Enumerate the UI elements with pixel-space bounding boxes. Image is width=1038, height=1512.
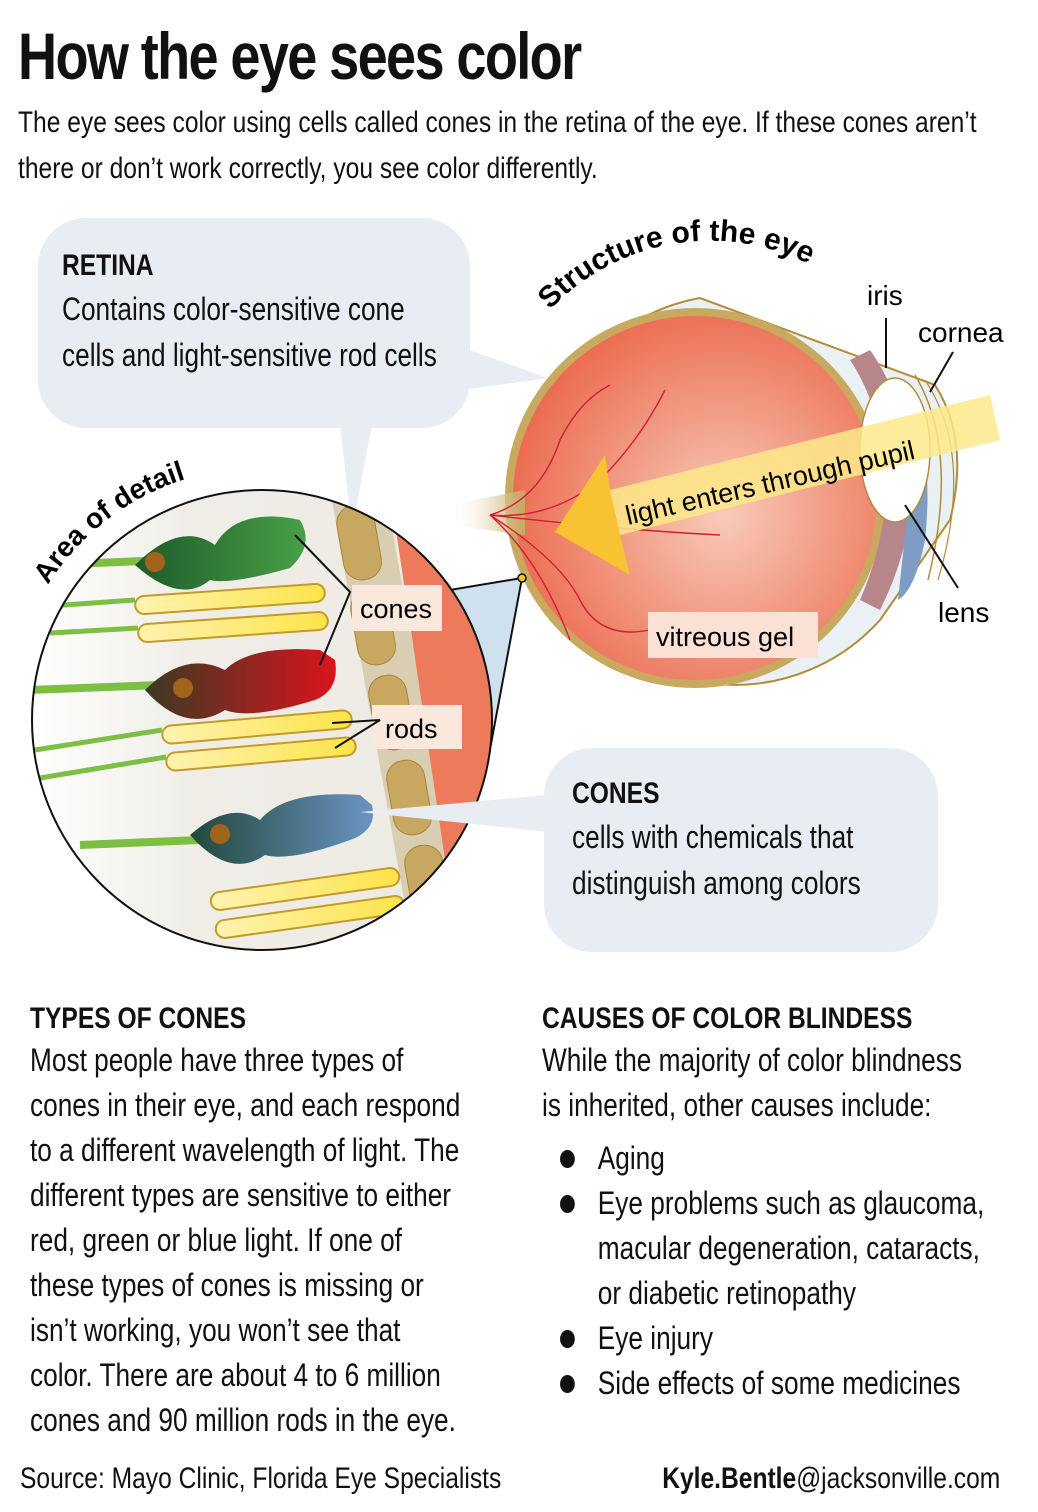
retina-pointer — [455, 345, 548, 390]
red-cone — [32, 649, 336, 719]
cones-label: cones — [360, 594, 432, 624]
credit-domain: @jacksonville.com — [795, 1462, 1000, 1495]
types-line: Most people have three types of — [30, 1042, 404, 1078]
intro-text: The eye sees color using cells called co… — [18, 106, 977, 185]
page-title: How the eye sees color — [18, 19, 582, 93]
lens-label: lens — [938, 597, 989, 628]
types-line: cones in their eye, and each respond — [30, 1087, 461, 1123]
cones-pointer — [360, 795, 548, 832]
types-line: these types of cones is missing or — [30, 1267, 424, 1303]
causes-heading: CAUSES OF COLOR BLINDESS — [542, 1002, 913, 1035]
causes-section: CAUSES OF COLOR BLINDESS While the major… — [542, 1000, 1018, 1406]
retina-pointer-down — [340, 425, 372, 530]
cones-heading: CONES — [572, 777, 660, 810]
source-text: Source: Mayo Clinic, Florida Eye Special… — [20, 1462, 502, 1495]
bullet-icon — [560, 1150, 575, 1168]
detail-circle — [32, 490, 492, 950]
cones-line: distinguish among colors — [572, 865, 861, 901]
list-item: Eye problems such as glaucoma,macular de… — [542, 1181, 1018, 1316]
types-line: red, green or blue light. If one of — [30, 1222, 402, 1258]
vitreous-label: vitreous gel — [656, 622, 794, 652]
eye-diagram: Structure of the eye Area of detail iris… — [27, 215, 1004, 951]
bullet-icon — [560, 1330, 575, 1348]
rods-leader — [331, 719, 381, 749]
types-line: color. There are about 4 to 6 million — [30, 1357, 441, 1393]
lens-leader — [904, 504, 959, 589]
causes-intro-line: While the majority of color blindness — [542, 1042, 963, 1078]
bullet-icon — [560, 1375, 575, 1393]
types-of-cones-section: TYPES OF CONES Most people have three ty… — [30, 1000, 489, 1443]
cones-leader — [294, 534, 352, 666]
causes-intro-line: is inherited, other causes include: — [542, 1087, 932, 1123]
rods-group — [134, 583, 406, 939]
list-item: Aging — [542, 1136, 1018, 1181]
light-beam — [555, 395, 1000, 575]
types-line: different types are sensitive to either — [30, 1177, 452, 1213]
rods-label: rods — [385, 714, 438, 744]
cones-line: cells with chemicals that — [572, 819, 854, 855]
causes-list: Aging Eye problems such as glaucoma,macu… — [542, 1136, 1018, 1406]
iris-label: iris — [867, 280, 903, 311]
blue-cone — [79, 794, 374, 864]
retina-callout: RETINA Contains color-sensitive cone cel… — [38, 218, 470, 428]
types-line: isn’t working, you won’t see that — [30, 1312, 401, 1348]
credit-name: Kyle.Bentle — [661, 1462, 796, 1495]
retina-line: cells and light-sensitive rod cells — [62, 337, 437, 373]
list-item: Eye injury — [542, 1316, 1018, 1361]
cones-callout: CONES cells with chemicals that distingu… — [544, 748, 938, 952]
types-line: to a different wavelength of light. The — [30, 1132, 460, 1168]
vitreous-label-bg — [648, 612, 818, 658]
retina-heading: RETINA — [62, 249, 154, 282]
structure-label: Structure of the eye — [532, 215, 820, 315]
eyeball — [450, 296, 959, 688]
retina-line: Contains color-sensitive cone — [62, 291, 405, 327]
types-heading: TYPES OF CONES — [30, 1002, 246, 1035]
list-item: Side effects of some medicines — [542, 1361, 1018, 1406]
types-line: cones and 90 million rods in the eye. — [30, 1402, 456, 1438]
cornea-label: cornea — [918, 317, 1004, 348]
credit: Kyle.Bentle@jacksonville.com — [588, 1462, 1000, 1496]
cornea-leader — [929, 351, 954, 393]
bullet-icon — [560, 1195, 575, 1213]
